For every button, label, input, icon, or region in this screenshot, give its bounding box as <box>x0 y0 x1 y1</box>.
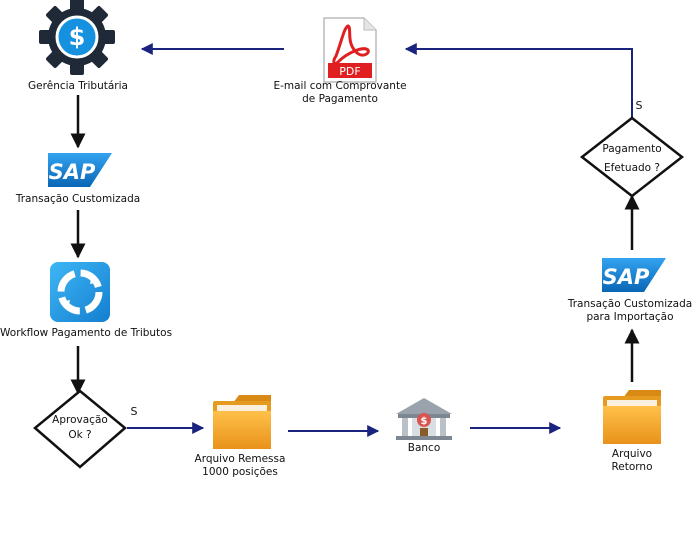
retorno-line2: Retorno <box>611 461 653 473</box>
node-label-workflow: Workflow Pagamento de Tributos <box>0 327 173 339</box>
sap-logo: SAP <box>48 153 112 187</box>
svg-text:$: $ <box>69 23 86 51</box>
remessa-line1: Arquivo Remessa <box>194 453 286 465</box>
pagamento-line2: Efetuado ? <box>604 162 660 174</box>
edge-pagamento-to-pdf <box>404 43 633 118</box>
sap-logo: SAP <box>602 258 666 292</box>
sap-import-line1: Transação Customizada <box>567 298 693 310</box>
aprovacao-line1: Aprovação <box>52 414 108 426</box>
dollar-gear-icon: $ <box>39 0 115 75</box>
node-label-sap-custom: Transação Customizada <box>15 193 141 205</box>
pdf-line1: E-mail com Comprovante <box>273 80 407 92</box>
sap-import-line2: para Importação <box>586 311 674 323</box>
retorno-line1: Arquivo <box>611 448 653 460</box>
svg-text:PDF: PDF <box>339 65 360 78</box>
aprovacao-line2: Ok ? <box>68 429 92 441</box>
pagamento-decision <box>579 116 685 198</box>
bank-icon: $ <box>396 398 452 440</box>
edge-label-aprovacao-yes: S <box>130 405 138 418</box>
pdf-line2: de Pagamento <box>302 93 378 105</box>
workflow-cycle-icon <box>50 262 110 322</box>
node-label-banco: Banco <box>407 442 441 454</box>
edge-label-pagamento-yes: S <box>635 99 643 112</box>
folder-icon <box>603 390 661 444</box>
node-label-gerencia: Gerência Tributária <box>28 80 128 92</box>
pagamento-line1: Pagamento <box>602 143 662 155</box>
svg-text:SAP: SAP <box>49 160 96 184</box>
aprovacao-decision <box>33 389 127 469</box>
pdf-icon: PDF <box>323 17 377 83</box>
remessa-line2: 1000 posições <box>202 466 278 478</box>
folder-icon <box>213 395 271 449</box>
svg-text:$: $ <box>421 416 428 427</box>
svg-text:SAP: SAP <box>603 265 650 289</box>
